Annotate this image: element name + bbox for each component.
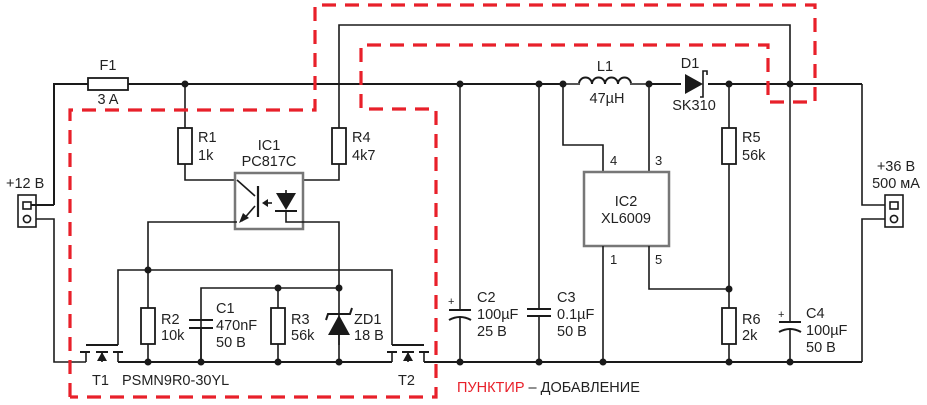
r2-ref: R2 <box>161 312 180 328</box>
r1-ref: R1 <box>198 130 217 146</box>
ic2-pin1: 1 <box>610 252 617 267</box>
c4-rating: 50 В <box>806 340 836 356</box>
c2-rating: 25 В <box>477 324 507 340</box>
legend-dashed-label: ПУНКТИР <box>457 380 525 396</box>
c1-ref: C1 <box>216 301 235 317</box>
resistor-r5: R5 56k <box>721 84 766 310</box>
r3-ref: R3 <box>291 312 310 328</box>
r1-value: 1k <box>198 148 214 164</box>
c3-value: 0.1µF <box>557 307 595 323</box>
mosfet-t2: T2 <box>387 344 429 389</box>
resistor-r3: R3 56k <box>270 288 315 362</box>
legend-separator: – <box>525 380 541 396</box>
zd1-ref: ZD1 <box>354 312 381 328</box>
t1-ref: T1 <box>92 373 109 389</box>
l1-value: 47µH <box>590 91 625 107</box>
r2-value: 10k <box>161 328 185 344</box>
c4-polarity: + <box>778 309 784 321</box>
d1-ref: D1 <box>681 56 700 72</box>
resistor-r6: R6 2k <box>721 307 761 362</box>
c1-rating: 50 В <box>216 335 246 351</box>
capacitor-c3: C3 0.1µF 50 В <box>527 84 595 362</box>
c3-ref: C3 <box>557 290 576 306</box>
r4-ref: R4 <box>352 130 371 146</box>
legend-text: ПУНКТИР – ДОБАВЛЕНИЕ <box>457 380 640 396</box>
d1-part: SK310 <box>672 98 716 114</box>
ic2-pin4: 4 <box>610 153 617 168</box>
fuse-f1: F1 3 A <box>87 58 129 108</box>
ic1-ref: IC1 <box>258 138 281 154</box>
capacitor-c1: C1 470nF 50 В <box>189 287 339 362</box>
ic2-part: XL6009 <box>601 211 651 227</box>
zener-zd1: ZD1 18 В <box>325 307 384 362</box>
output-voltage-label: +36 В <box>877 159 915 175</box>
output-connector: +36 В 500 мА <box>872 159 920 228</box>
t2-ref: T2 <box>398 373 415 389</box>
c2-ref: C2 <box>477 290 496 306</box>
input-voltage-label: +12 В <box>6 176 44 192</box>
added-section-outline <box>68 3 817 399</box>
f1-ref: F1 <box>100 58 117 74</box>
mosfet-t1: T1 PSMN9R0-30YL <box>80 344 229 389</box>
ic2-pin5: 5 <box>655 252 662 267</box>
r6-ref: R6 <box>742 312 761 328</box>
capacitor-c4: + C4 100µF 50 В <box>778 84 848 362</box>
input-connector: +12 В <box>6 176 54 228</box>
c1-value: 470nF <box>216 318 257 334</box>
capacitor-c2: + C2 100µF 25 В <box>448 84 519 362</box>
optocoupler-ic1: IC1 PC817C <box>147 138 340 345</box>
c4-value: 100µF <box>806 323 848 339</box>
transistor-part: PSMN9R0-30YL <box>122 373 229 389</box>
ic2-pin3: 3 <box>655 153 662 168</box>
f1-value: 3 A <box>98 92 119 108</box>
r5-value: 56k <box>742 148 766 164</box>
schottky-d1: D1 SK310 <box>672 56 716 114</box>
r5-ref: R5 <box>742 130 761 146</box>
c2-value: 100µF <box>477 307 519 323</box>
c3-rating: 50 В <box>557 324 587 340</box>
r6-value: 2k <box>742 328 758 344</box>
junction-nodes <box>144 80 794 366</box>
resistor-r1: R1 1k <box>177 84 237 181</box>
resistor-r4: R4 4k7 <box>285 24 791 190</box>
c4-ref: C4 <box>806 306 825 322</box>
legend-meaning: ДОБАВЛЕНИЕ <box>541 380 641 396</box>
legend: ПУНКТИР – ДОБАВЛЕНИЕ <box>457 380 640 396</box>
zd1-value: 18 В <box>354 328 384 344</box>
ic1-part: PC817C <box>242 154 297 170</box>
l1-ref: L1 <box>597 59 613 75</box>
r3-value: 56k <box>291 328 315 344</box>
inductor-l1: L1 47µH <box>563 59 649 107</box>
ic2-ref: IC2 <box>615 194 638 210</box>
output-current-label: 500 мА <box>872 176 920 192</box>
c2-polarity: + <box>448 296 454 308</box>
resistor-r2: R2 10k <box>117 269 393 362</box>
regulator-ic2: 4 3 1 5 IC2 XL6009 <box>562 84 729 362</box>
r4-value: 4k7 <box>352 148 375 164</box>
